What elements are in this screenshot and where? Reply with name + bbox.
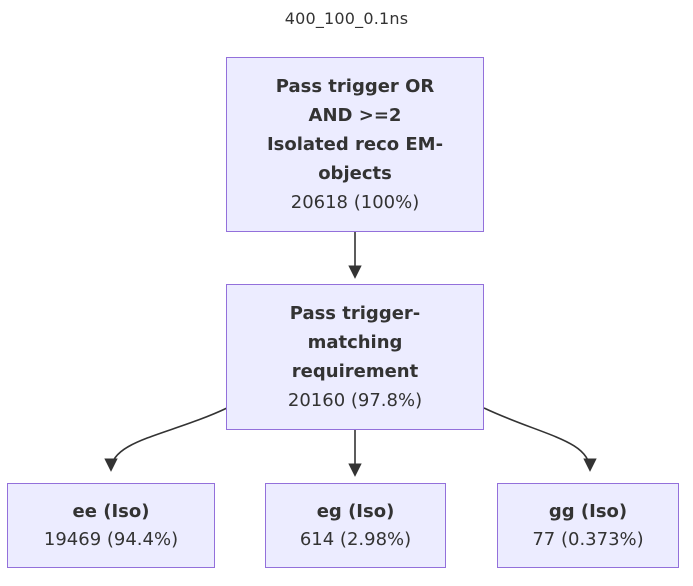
node-label-line: Pass trigger- [289,303,421,324]
node-label-line: objects [318,163,392,184]
node-label-line: gg (Iso) [548,500,628,522]
node-pass-trigger-or: Pass trigger OR AND >=2 Isolated reco EM… [226,57,484,232]
node-label-line: AND >=2 [308,105,402,126]
node-count: 20160 (97.8%) [287,390,423,411]
node-label-line: ee (Iso) [72,500,150,522]
node-gg-iso: gg (Iso) 77 (0.373%) [497,483,679,568]
node-label-line: matching [307,332,403,353]
node-eg-iso: eg (Iso) 614 (2.98%) [265,483,446,568]
node-ee-iso: ee (Iso) 19469 (94.4%) [7,483,215,568]
node-count: 614 (2.98%) [299,528,412,550]
node-trigger-matching: Pass trigger- matching requirement 20160… [226,284,484,430]
node-label-line: Pass trigger OR [275,76,435,97]
node-label-line: Isolated reco EM- [266,134,444,155]
node-label-line: requirement [291,361,419,382]
node-count: 20618 (100%) [290,192,420,213]
node-label-line: eg (Iso) [316,500,395,522]
diagram-title: 400_100_0.1ns [284,9,409,28]
node-count: 19469 (94.4%) [43,528,179,550]
arrow-match-to-ee [104,407,228,472]
node-count: 77 (0.373%) [532,528,644,550]
arrow-match-to-gg [483,407,597,472]
